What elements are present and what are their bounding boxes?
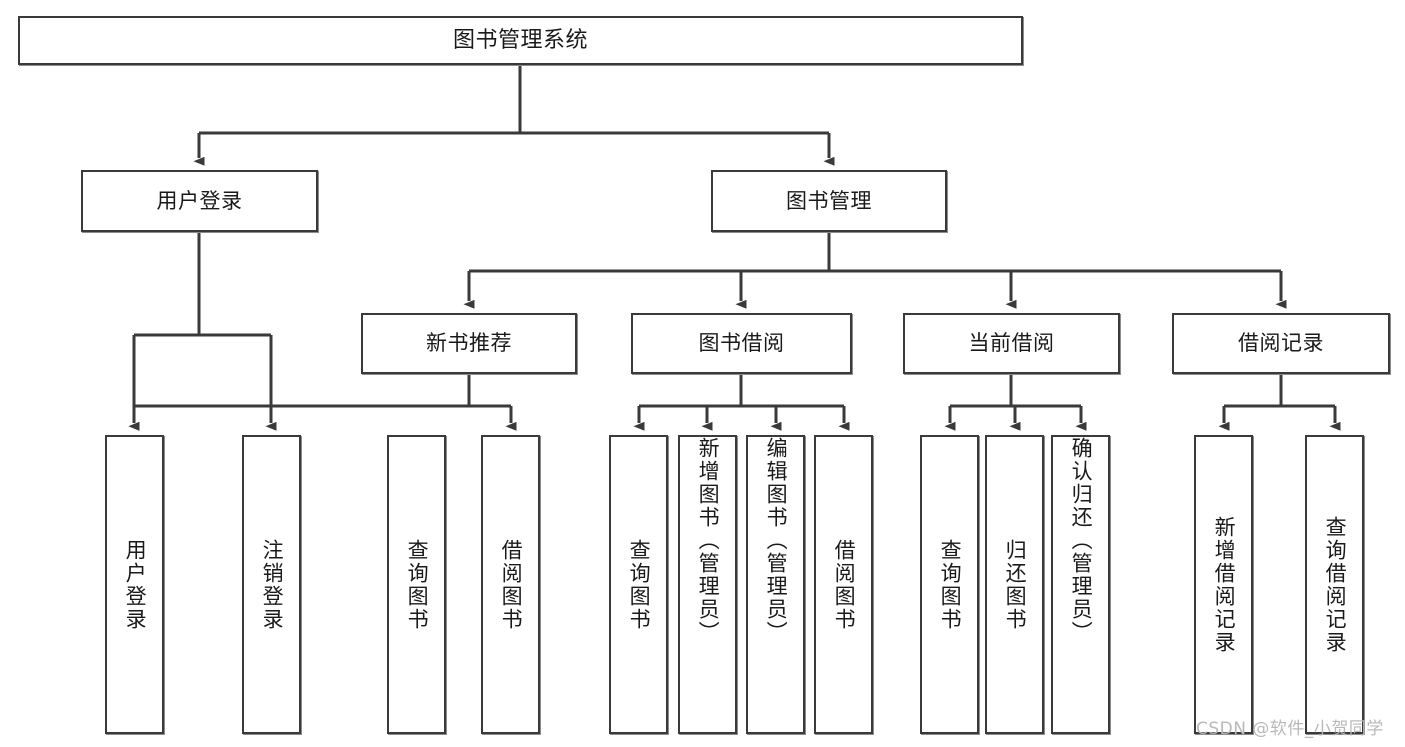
node-leaf-edit-book-label: 编辑图书（管理员） <box>764 437 789 644</box>
node-leaf-borrow-book-1[interactable]: 借阅图书 <box>481 435 540 734</box>
node-leaf-query-record-label: 查询借阅记录 <box>1323 515 1348 654</box>
node-leaf-confirm-return[interactable]: 确认归还（管理员） <box>1051 435 1110 734</box>
node-user-login[interactable]: 用户登录 <box>81 170 318 232</box>
node-leaf-borrow-book-2[interactable]: 借阅图书 <box>814 435 873 734</box>
node-book-borrow-label: 图书借阅 <box>698 331 785 356</box>
node-book-manage[interactable]: 图书管理 <box>711 170 947 232</box>
node-leaf-return-book[interactable]: 归还图书 <box>985 435 1044 734</box>
node-leaf-add-record[interactable]: 新增借阅记录 <box>1194 435 1253 734</box>
node-leaf-query-book-2[interactable]: 查询图书 <box>609 435 668 734</box>
node-leaf-confirm-return-label: 确认归还（管理员） <box>1069 437 1094 644</box>
node-leaf-query-book-1-label: 查询图书 <box>405 538 430 631</box>
node-leaf-query-book-3-label: 查询图书 <box>938 538 963 631</box>
node-leaf-edit-book[interactable]: 编辑图书（管理员） <box>746 435 805 734</box>
node-leaf-logout-label: 注销登录 <box>260 538 285 631</box>
node-leaf-add-record-label: 新增借阅记录 <box>1212 515 1237 654</box>
node-leaf-query-book-3[interactable]: 查询图书 <box>920 435 979 734</box>
node-borrow-record-label: 借阅记录 <box>1238 331 1324 356</box>
node-leaf-query-record[interactable]: 查询借阅记录 <box>1305 435 1364 734</box>
node-leaf-user-login-label: 用户登录 <box>123 538 148 631</box>
node-leaf-borrow-book-1-label: 借阅图书 <box>499 538 524 631</box>
node-current-borrow[interactable]: 当前借阅 <box>903 313 1120 374</box>
node-book-borrow[interactable]: 图书借阅 <box>631 313 852 374</box>
node-leaf-return-book-label: 归还图书 <box>1003 538 1028 631</box>
node-leaf-add-book[interactable]: 新增图书（管理员） <box>678 435 737 734</box>
node-leaf-borrow-book-2-label: 借阅图书 <box>832 538 857 631</box>
node-user-login-label: 用户登录 <box>156 188 243 213</box>
node-leaf-add-book-label: 新增图书（管理员） <box>696 437 721 644</box>
node-leaf-logout[interactable]: 注销登录 <box>242 435 301 734</box>
node-leaf-user-login[interactable]: 用户登录 <box>105 435 164 734</box>
node-leaf-query-book-2-label: 查询图书 <box>627 538 652 631</box>
node-root-label: 图书管理系统 <box>452 27 588 53</box>
node-new-book-recommend-label: 新书推荐 <box>426 331 512 356</box>
node-leaf-query-book-1[interactable]: 查询图书 <box>387 435 446 734</box>
node-root[interactable]: 图书管理系统 <box>18 16 1023 65</box>
node-new-book-recommend[interactable]: 新书推荐 <box>361 313 577 374</box>
node-borrow-record[interactable]: 借阅记录 <box>1172 313 1390 374</box>
node-book-manage-label: 图书管理 <box>786 188 872 213</box>
node-current-borrow-label: 当前借阅 <box>968 331 1055 356</box>
csdn-watermark: CSDN @软件_小贺同学 <box>1196 719 1384 739</box>
